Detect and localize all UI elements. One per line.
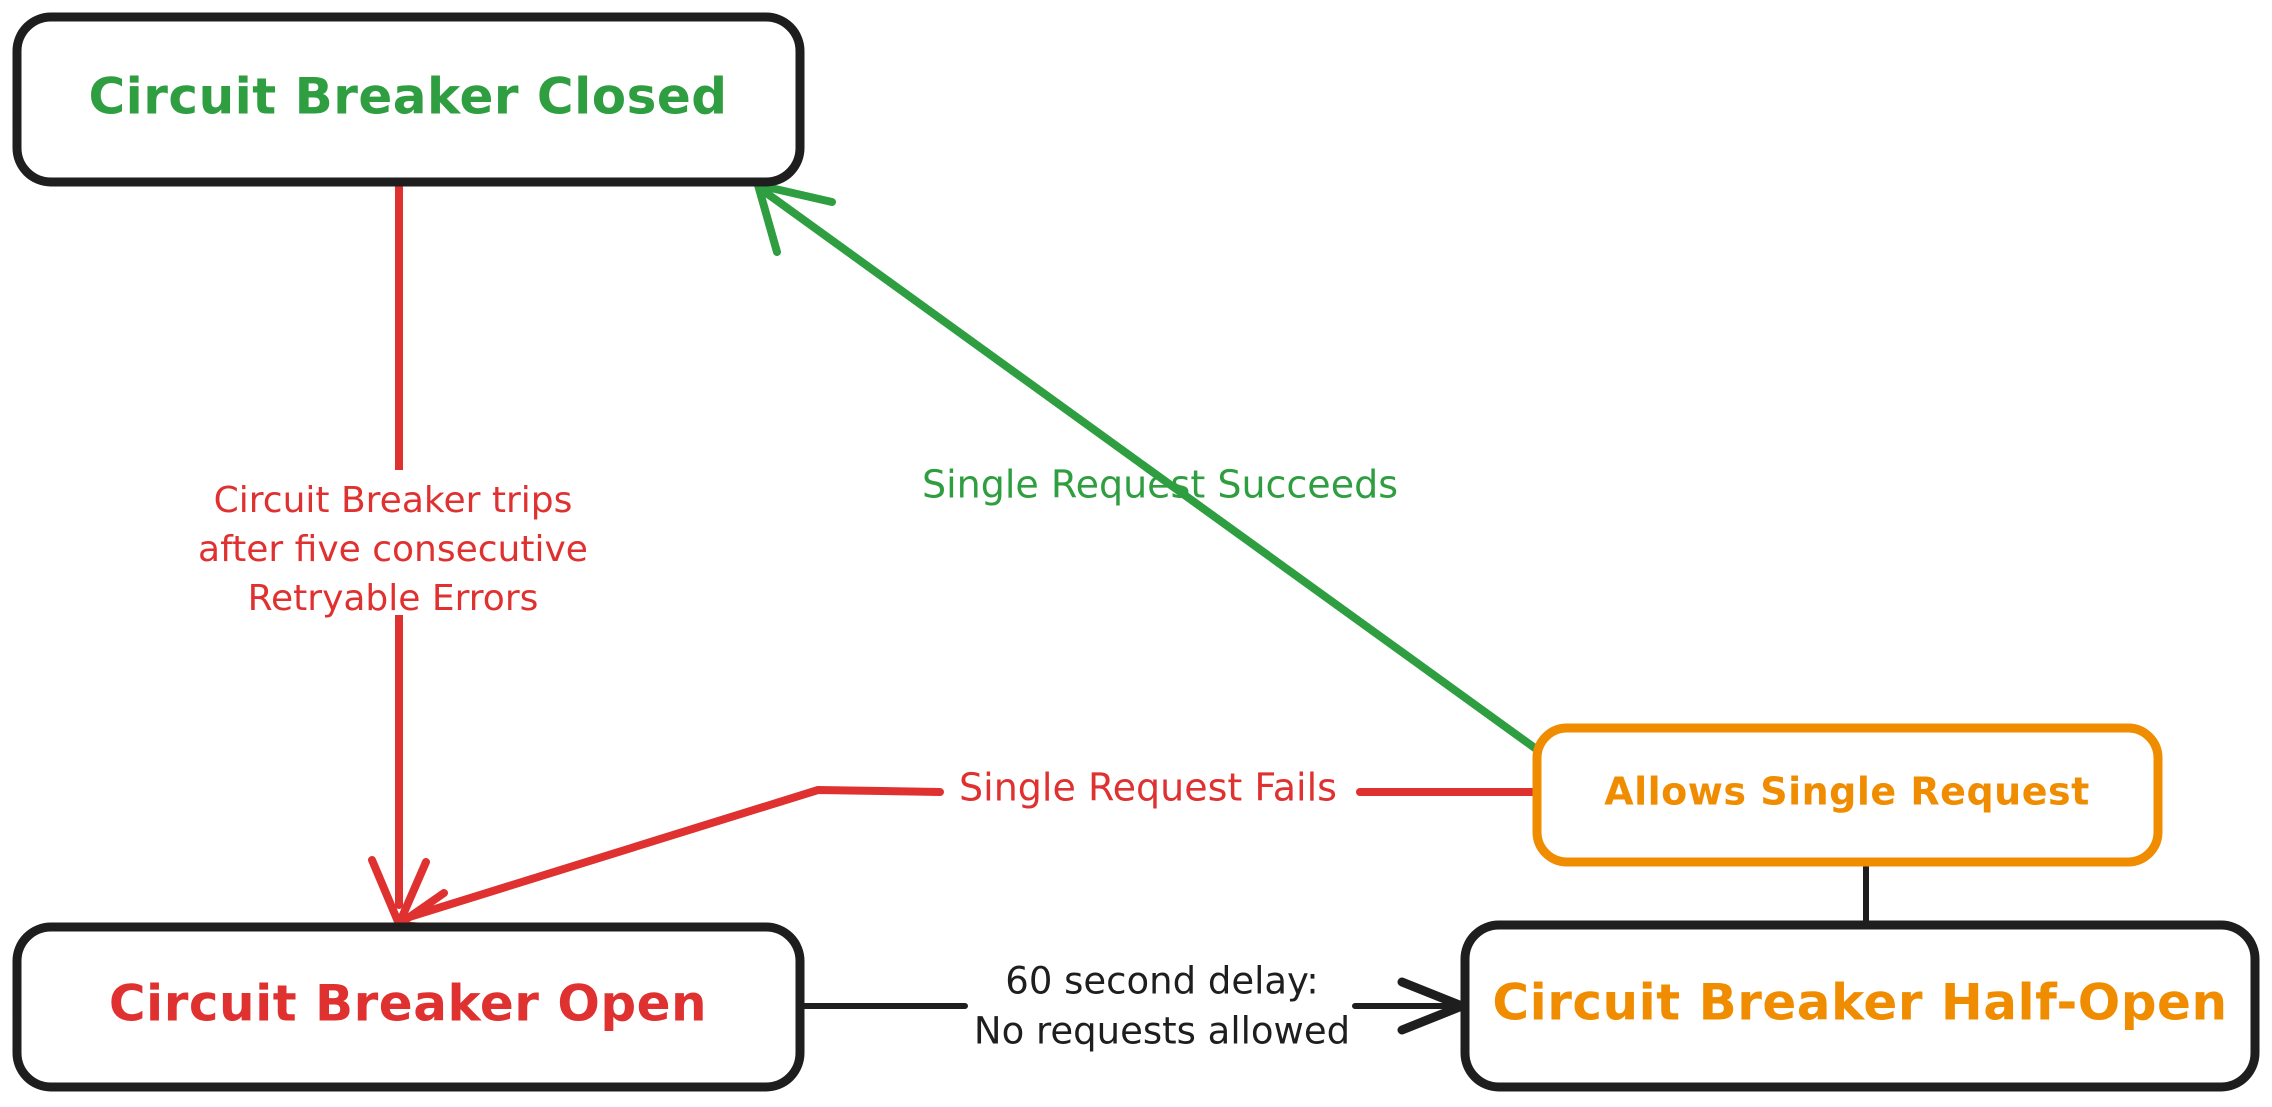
edge-label-allows-to-closed: Single Request Succeeds — [922, 463, 1398, 507]
edge-label-closed-to-open-line-3: Retryable Errors — [248, 578, 539, 619]
node-circuit-breaker-closed-shape — [12, 12, 805, 187]
edge-label-open-to-halfopen-line-2: No requests allowed — [974, 1010, 1350, 1053]
edge-label-closed-to-open-backdrop — [150, 470, 620, 615]
node-circuit-breaker-half-open-shape — [1460, 920, 2260, 1092]
edge-label-open-to-halfopen-line-1: 60 second delay: — [1005, 960, 1318, 1003]
edge-label-closed-to-open-line-2: after five consecutive — [198, 529, 588, 570]
edge-allows-to-closed-line — [761, 188, 1590, 789]
node-allows-single-request-shape — [1532, 723, 2163, 867]
edge-label-closed-to-open-line-1: Circuit Breaker trips — [214, 480, 573, 521]
edge-allows-to-open-line-left — [402, 786, 944, 922]
node-circuit-breaker-open-label: Circuit Breaker Open — [109, 975, 707, 1033]
node-circuit-breaker-half-open-label: Circuit Breaker Half-Open — [1492, 974, 2227, 1032]
node-circuit-breaker-half-open[interactable]: Circuit Breaker Half-Open — [1460, 920, 2260, 1092]
node-allows-single-request[interactable]: Allows Single Request — [1532, 723, 2163, 867]
node-circuit-breaker-open-shape — [12, 922, 805, 1092]
edge-label-allows-to-open: Single Request Fails — [959, 766, 1337, 810]
edge-label-closed-to-open: Circuit Breaker trips after five consecu… — [150, 470, 620, 619]
node-circuit-breaker-open[interactable]: Circuit Breaker Open — [12, 922, 805, 1092]
edge-label-allows-to-closed-text: Single Request Succeeds — [922, 463, 1398, 507]
node-circuit-breaker-closed[interactable]: Circuit Breaker Closed — [12, 12, 805, 187]
node-allows-single-request-label: Allows Single Request — [1604, 770, 2090, 814]
node-circuit-breaker-closed-label: Circuit Breaker Closed — [88, 68, 727, 126]
edge-label-open-to-halfopen: 60 second delay: No requests allowed — [974, 960, 1350, 1053]
edge-allows-to-open[interactable] — [394, 786, 1590, 934]
edge-label-allows-to-open-text: Single Request Fails — [959, 766, 1337, 810]
